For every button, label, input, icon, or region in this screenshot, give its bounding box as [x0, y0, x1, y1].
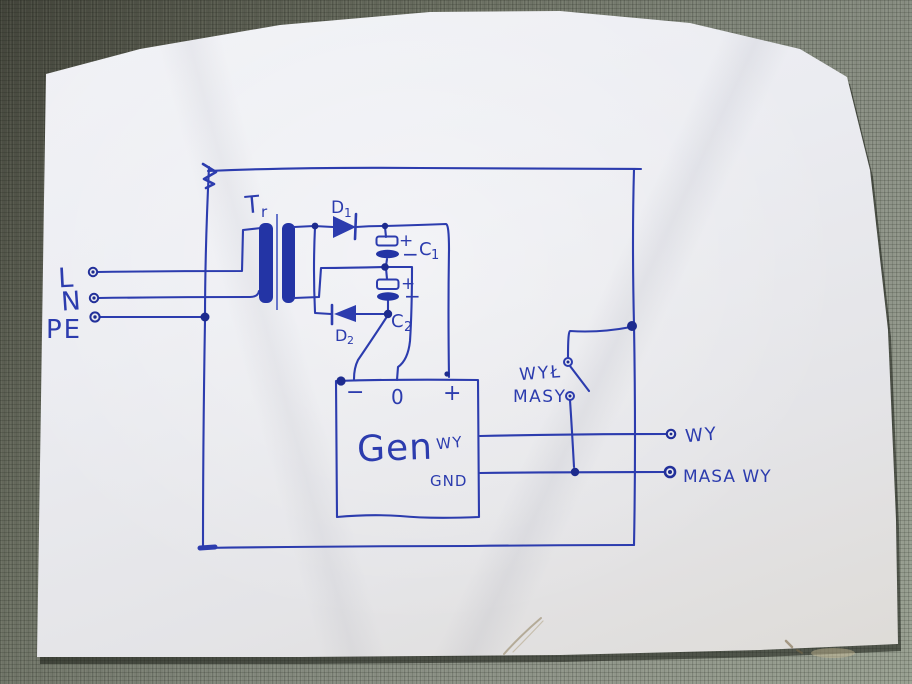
junction-c1-top: [381, 222, 389, 230]
label-d2: D: [335, 326, 347, 345]
plus-rail: [354, 222, 451, 379]
transformer-symbol: [259, 214, 295, 310]
switch-lower-wire: [568, 398, 576, 469]
terminal-n-dot: [92, 296, 96, 300]
paper-blemishes: [503, 617, 855, 658]
switch-fixed-dot: [568, 394, 572, 398]
zero-rail-left: [292, 265, 387, 300]
label-d1-sub: 1: [344, 206, 352, 220]
label-masa-wy-output: MASA WY: [683, 467, 772, 487]
mains-input: [95, 226, 263, 319]
c2-positive-plate: [376, 278, 400, 290]
label-switch-line1: WYŁ: [519, 362, 563, 385]
output-terminals: [663, 428, 677, 479]
stain-mark-2: [796, 649, 803, 654]
node-a-drop-wire: [312, 225, 317, 314]
enclosure-right-edge: [631, 167, 637, 547]
diode-d2: [330, 303, 356, 326]
wire-l: [95, 226, 263, 274]
terminal-wy-out-dot: [669, 432, 673, 436]
gen-output-wire: [478, 432, 670, 438]
stain-scratch-1: [503, 617, 542, 655]
junction-masa-line: [570, 467, 580, 477]
label-c2-minus: −: [404, 284, 421, 308]
c1-positive-plate: [375, 235, 399, 247]
label-gen-name: Gen: [356, 427, 433, 471]
label-c1-sub: 1: [431, 248, 439, 263]
stain-mark-1: [784, 639, 794, 649]
switch-blade: [568, 364, 591, 393]
enclosure-box: [197, 162, 643, 551]
label-n: N: [60, 286, 81, 317]
d2-triangle: [334, 305, 356, 322]
capacitor-c2: [376, 278, 400, 301]
label-c2: C: [391, 311, 404, 332]
label-switch-line2: MASY: [513, 387, 566, 407]
corner-pen-blob: [197, 544, 218, 551]
label-gen-minus: −: [346, 380, 364, 405]
stain-scratch-2: [512, 620, 544, 653]
terminal-pe-dot: [93, 315, 97, 319]
stain-smudge: [811, 648, 855, 658]
junction-gen-minus: [336, 376, 346, 386]
diode-d1: [333, 212, 358, 241]
label-transformer: T: [243, 190, 261, 219]
corner-scribble: [201, 162, 218, 190]
label-l: L: [57, 263, 74, 295]
label-c1-plus: +: [399, 231, 413, 251]
terminal-masa-out-dot: [668, 470, 672, 474]
label-c2-plus: +: [401, 274, 415, 294]
capacitor-c1: [375, 235, 399, 259]
mains-terminals: [87, 266, 101, 323]
primary-winding: [259, 223, 273, 303]
label-c1: C: [419, 239, 432, 260]
generator-box: [334, 378, 481, 519]
d2-cathode-wire: [313, 311, 333, 316]
wire-n: [96, 289, 261, 300]
secondary-winding: [282, 223, 295, 303]
junction-pe-box: [200, 312, 210, 322]
label-gen-gnd: GND: [430, 472, 467, 490]
label-c2-sub: 2: [404, 320, 412, 335]
labels: L N PE T r D 1 D 2 + − C 1 + − C 2 − 0 +…: [46, 190, 772, 490]
enclosure-top-edge: [206, 166, 643, 173]
minus-rail-to-gen: [352, 313, 390, 381]
label-gen-wy: WY: [435, 433, 464, 454]
zero-rail-to-gen: [384, 265, 414, 382]
d1-triangle: [333, 216, 356, 238]
label-gen-zero: 0: [391, 385, 404, 409]
d1-cathode-bar: [353, 212, 358, 241]
junction-gen-plus-stub: [444, 371, 450, 377]
enclosure-left-edge: [201, 165, 211, 550]
enclosure-bottom-edge: [201, 543, 636, 550]
label-d1: D: [331, 198, 344, 218]
ground-switch: [563, 325, 633, 469]
junction-dots: [200, 222, 637, 477]
junction-switch-tap: [627, 321, 637, 331]
junction-c2-bottom: [383, 309, 393, 319]
label-wy-output: WY: [684, 423, 719, 447]
label-c1-minus: −: [402, 242, 419, 266]
terminal-l-dot: [91, 270, 95, 274]
label-d2-sub: 2: [347, 334, 354, 347]
junction-zero-mid: [381, 263, 389, 271]
c2-negative-plate: [377, 292, 399, 301]
label-gen-plus: +: [443, 381, 461, 406]
label-pe: PE: [46, 315, 82, 345]
switch-feed-wire: [566, 325, 633, 359]
label-transformer-sub: r: [261, 203, 268, 221]
c1-negative-plate: [376, 249, 399, 259]
switch-pivot-dot: [566, 360, 570, 364]
junction-node-a: [311, 222, 319, 230]
